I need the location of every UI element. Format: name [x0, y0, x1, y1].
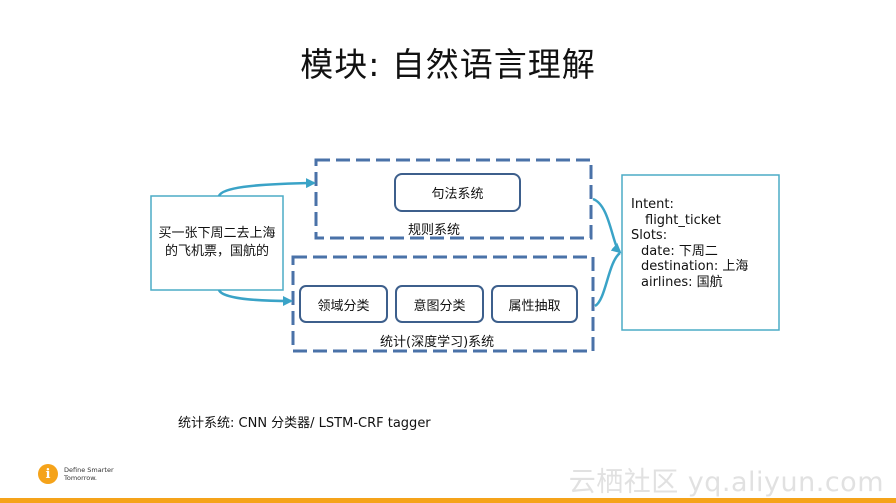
arrow-stat-to-output [594, 252, 621, 308]
domain-classification-label: 领域分类 [317, 298, 370, 314]
watermark: 云栖社区 yq.aliyun.com [568, 467, 884, 498]
rule-system-label: 规则系统 [408, 223, 461, 238]
intent-key: Intent: [631, 197, 674, 212]
arrow-input-to-stat [217, 289, 293, 306]
input-line-1: 买一张下周二去上海 [158, 226, 276, 241]
input-sentence: 买一张下周二去上海 的飞机票，国航的 [151, 196, 283, 290]
logo-line-1: Define Smarter [64, 466, 114, 474]
slot-date: date: 下周二 [641, 243, 718, 259]
logo-text: Define Smarter Tomorrow. [64, 466, 114, 482]
stat-system-container [291, 255, 595, 353]
domain-classification-box [299, 285, 388, 323]
page-title: 模块: 自然语言理解 [300, 45, 596, 84]
rule-system-container [314, 158, 593, 240]
slots-key: Slots: [631, 228, 668, 243]
intent-classification-label: 意图分类 [413, 298, 466, 314]
intent-value: flight_ticket [645, 212, 721, 228]
input-box [150, 195, 284, 291]
slot-airlines: airlines: 国航 [641, 274, 723, 290]
info-icon: i [38, 464, 58, 484]
attribute-extraction-label: 属性抽取 [508, 298, 561, 314]
caption: 统计系统: CNN 分类器/ LSTM-CRF tagger [178, 416, 431, 431]
arrow-rule-to-output [592, 197, 622, 254]
attribute-extraction-box [491, 285, 578, 323]
output-result: Intent: flight_ticket Slots: date: 下周二 d… [631, 197, 779, 290]
logo-line-2: Tomorrow. [64, 474, 98, 482]
input-line-2: 的飞机票，国航的 [164, 244, 269, 259]
intent-classification-box [395, 285, 484, 323]
bottom-accent-bar [0, 498, 896, 503]
company-logo: i Define Smarter Tomorrow. [38, 464, 114, 484]
slot-destination: destination: 上海 [641, 259, 749, 274]
output-box [621, 174, 780, 331]
arrow-input-to-rule [217, 178, 316, 197]
syntax-system-box [394, 173, 521, 212]
stat-system-label: 统计(深度学习)系统 [380, 335, 495, 350]
syntax-system-label: 句法系统 [431, 187, 484, 202]
